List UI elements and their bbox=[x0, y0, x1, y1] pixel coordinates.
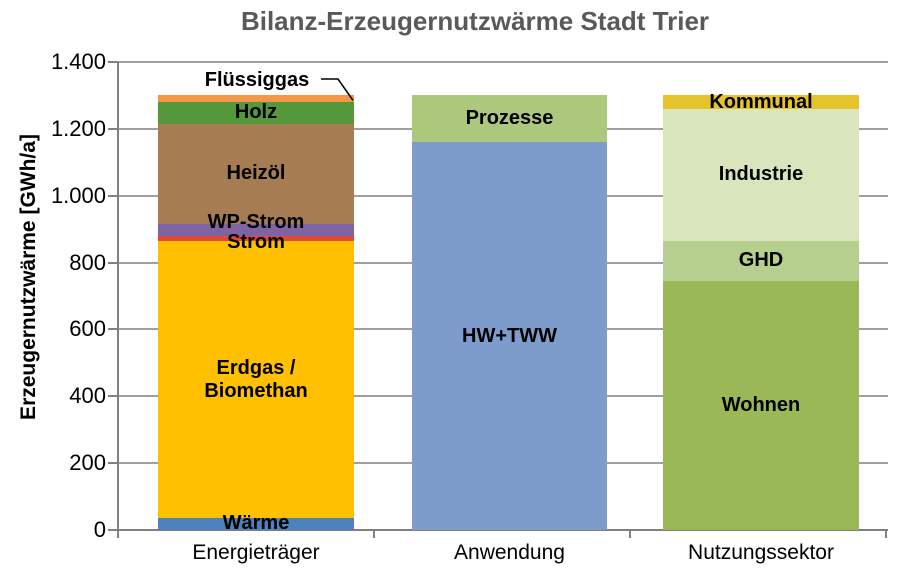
segment-label-wp-strom: WP-Strom bbox=[207, 211, 305, 234]
segment-label-heizol: Heizöl bbox=[226, 162, 286, 185]
gridline-1-400 bbox=[118, 61, 888, 63]
segment-wohnen bbox=[663, 280, 859, 530]
y-tick-mark bbox=[108, 261, 118, 264]
segment-flussiggas bbox=[158, 95, 354, 103]
segment-label-line: Erdgas / bbox=[216, 356, 296, 379]
segment-prozesse bbox=[412, 95, 607, 143]
segment-hw-tww bbox=[412, 142, 607, 530]
segment-holz bbox=[158, 102, 354, 124]
y-tick-mark bbox=[108, 328, 118, 331]
x-tick-mark bbox=[629, 530, 631, 538]
segment-label-wohnen: Wohnen bbox=[721, 393, 801, 416]
x-category-label-anwendung: Anwendung bbox=[454, 541, 565, 564]
y-tick-label: 1.200 bbox=[50, 115, 106, 141]
segment-strom bbox=[158, 235, 354, 241]
segment-warme bbox=[158, 518, 354, 530]
segment-label-kommunal: Kommunal bbox=[709, 90, 813, 113]
y-tick-label: 1.400 bbox=[50, 49, 106, 74]
segment-label-erdgas-biomethan: Erdgas /Biomethan bbox=[136, 357, 376, 403]
y-tick-mark bbox=[108, 61, 118, 63]
x-tick-mark bbox=[885, 530, 887, 538]
segment-label-prozesse: Prozesse bbox=[465, 107, 554, 130]
x-category-label-energietrager: Energieträger bbox=[192, 541, 320, 564]
y-tick-mark bbox=[108, 462, 118, 465]
y-axis-line bbox=[117, 62, 119, 531]
segment-label-strom: Strom bbox=[227, 230, 285, 253]
callout-label-flussiggas: Flüssiggas bbox=[204, 69, 310, 91]
y-tick-label: 600 bbox=[69, 316, 106, 342]
segment-label-line: Biomethan bbox=[204, 379, 308, 402]
segment-ghd bbox=[663, 240, 859, 281]
x-category-label-nutzungssektor: Nutzungssektor bbox=[688, 541, 834, 564]
chart-title: Bilanz-Erzeugernutzwärme Stadt Trier bbox=[240, 6, 710, 36]
segment-label-holz: Holz bbox=[234, 101, 278, 124]
y-tick-label: 800 bbox=[69, 249, 106, 275]
segment-kommunal bbox=[663, 95, 859, 109]
y-tick-mark bbox=[108, 127, 118, 130]
x-axis-line bbox=[117, 529, 888, 531]
y-tick-label: 400 bbox=[69, 383, 106, 409]
y-tick-mark bbox=[108, 529, 118, 531]
y-tick-label: 0 bbox=[93, 517, 106, 542]
segment-label-ghd: GHD bbox=[738, 249, 784, 272]
segment-wp-strom bbox=[158, 224, 354, 236]
segment-label-hw-tww: HW+TWW bbox=[462, 324, 557, 347]
segment-label-industrie: Industrie bbox=[718, 163, 804, 186]
x-tick-mark bbox=[117, 530, 119, 538]
y-tick-mark bbox=[108, 194, 118, 197]
y-tick-mark bbox=[108, 395, 118, 398]
y-tick-label: 1.000 bbox=[50, 182, 106, 208]
y-tick-label: 200 bbox=[69, 450, 106, 476]
segment-label-warme: Wärme bbox=[222, 511, 290, 534]
segment-heizol bbox=[158, 123, 354, 225]
segment-erdgas-biomethan bbox=[158, 240, 354, 519]
segment-industrie bbox=[663, 108, 859, 241]
x-tick-mark bbox=[373, 530, 375, 538]
